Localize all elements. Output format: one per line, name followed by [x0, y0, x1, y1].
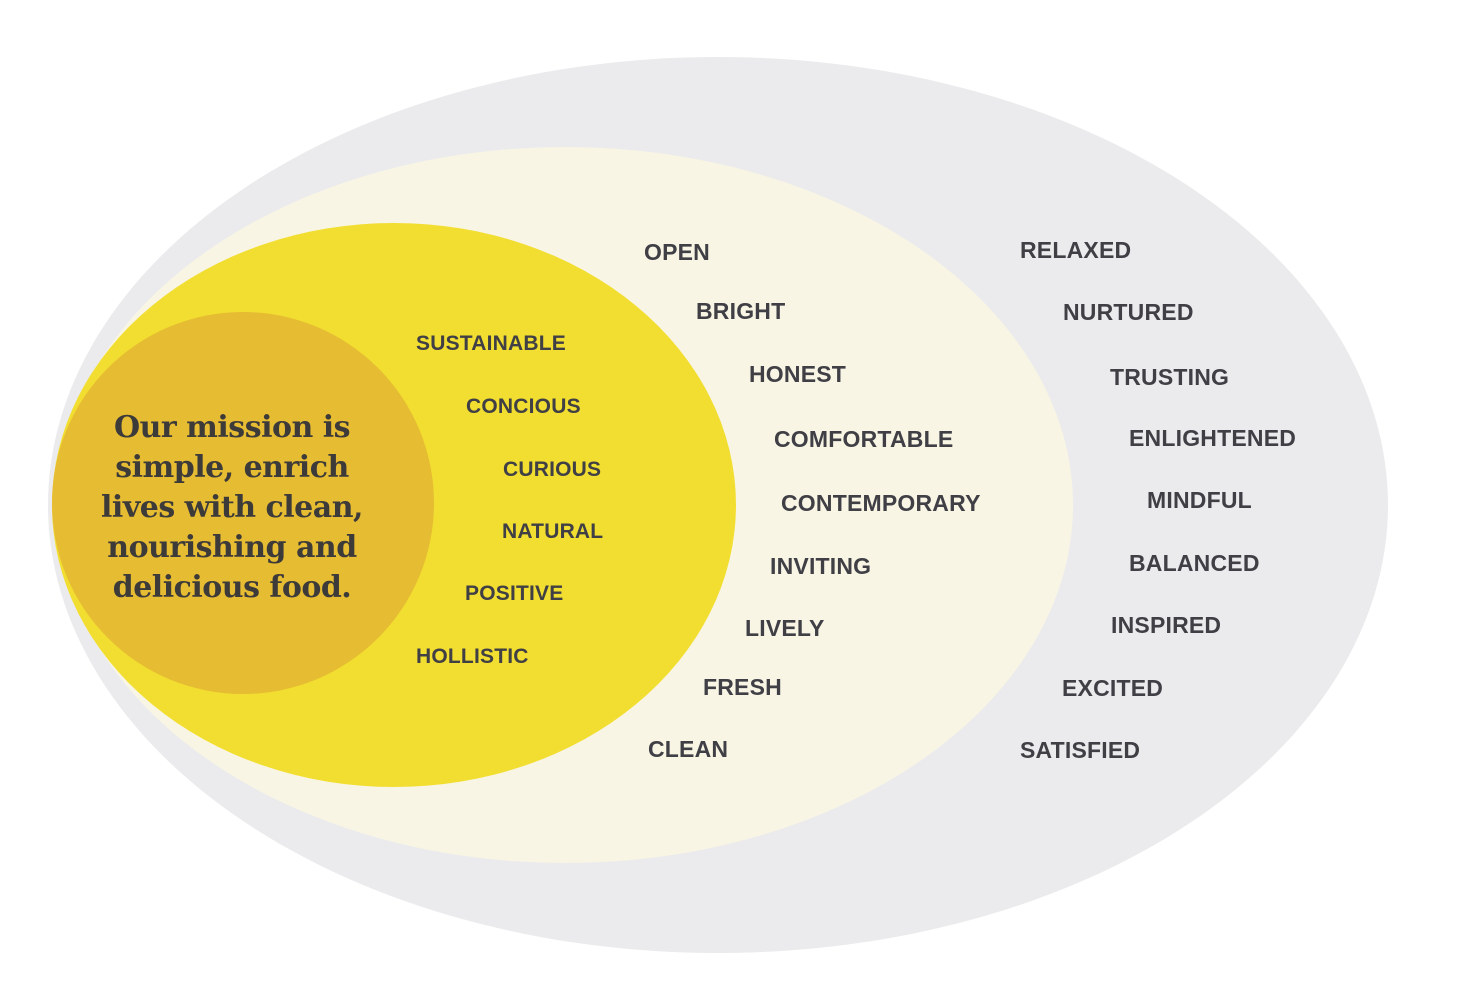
middle-word-contemporary: CONTEMPORARY — [781, 490, 981, 516]
middle-word-fresh: FRESH — [703, 674, 782, 700]
outer-word-relaxed: RELAXED — [1020, 237, 1132, 263]
outer-word-mindful: MINDFUL — [1147, 487, 1252, 513]
core-word-sustainable: SUSTAINABLE — [416, 332, 566, 355]
middle-word-open: OPEN — [644, 239, 710, 265]
outer-word-trusting: TRUSTING — [1110, 364, 1230, 390]
outer-word-enlightened: ENLIGHTENED — [1129, 425, 1297, 451]
outer-word-balanced: BALANCED — [1129, 550, 1260, 576]
core-word-positive: POSITIVE — [465, 582, 564, 605]
middle-word-bright: BRIGHT — [696, 298, 786, 324]
outer-word-inspired: INSPIRED — [1111, 612, 1222, 638]
mission-circle — [52, 312, 434, 694]
mission-statement: Our mission is simple, enrich lives with… — [101, 410, 363, 605]
outer-word-satisfied: SATISFIED — [1020, 737, 1141, 763]
middle-word-clean: CLEAN — [648, 736, 729, 762]
core-word-natural: NATURAL — [502, 520, 604, 543]
middle-word-honest: HONEST — [749, 361, 847, 387]
core-word-curious: CURIOUS — [503, 458, 602, 481]
outer-word-excited: EXCITED — [1062, 675, 1164, 701]
middle-word-lively: LIVELY — [745, 615, 825, 641]
middle-word-comfortable: COMFORTABLE — [774, 426, 954, 452]
core-word-concious: CONCIOUS — [466, 395, 581, 418]
middle-word-inviting: INVITING — [770, 553, 872, 579]
core-word-hollistic: HOLLISTIC — [416, 645, 529, 668]
outer-word-nurtured: NURTURED — [1063, 299, 1194, 325]
